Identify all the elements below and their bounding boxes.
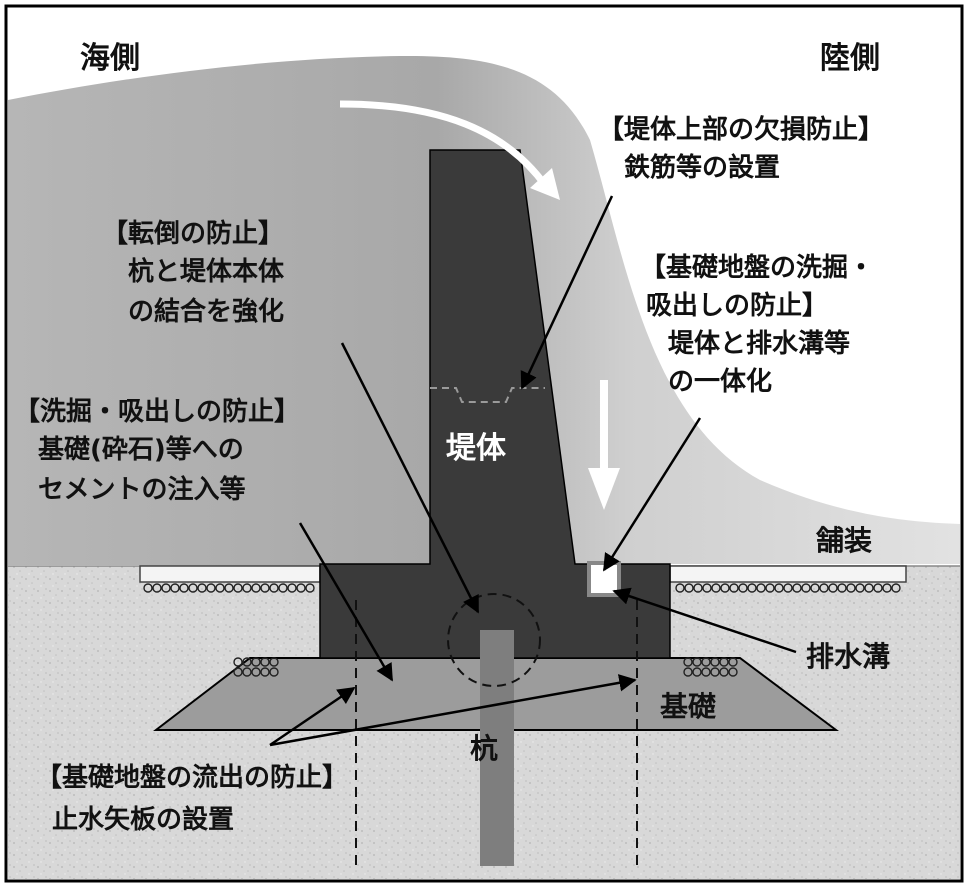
annotation-title: 【基礎地盤の流出の防止】 xyxy=(36,763,348,793)
foundation-label: 基礎 xyxy=(660,690,716,723)
gravel-row-right xyxy=(675,583,901,593)
annotation-title: 【堤体上部の欠損防止】 xyxy=(598,114,884,145)
flow-arrow-down-icon xyxy=(588,380,620,510)
annotation-line: 鉄筋等の設置 xyxy=(624,152,780,183)
levee-label: 堤体 xyxy=(446,431,507,466)
drain-label: 排水溝 xyxy=(806,640,890,673)
annotation-line: 杭と堤体本体 xyxy=(128,256,285,287)
gravel-foundation-left xyxy=(233,657,279,677)
annotation-line: 吸出しの防止】 xyxy=(646,291,828,321)
gravel-row-left xyxy=(143,583,315,593)
leader-top-damage xyxy=(520,195,614,390)
land-side-label: 陸側 xyxy=(820,41,880,76)
pavement-label: 舗装 xyxy=(815,524,872,557)
annotation-line: の結合を強化 xyxy=(128,296,284,327)
annotation-line: 止水矢板の設置 xyxy=(52,804,234,835)
rebar-line xyxy=(430,387,545,403)
annotation-title: 【基礎地盤の洗掘・ xyxy=(640,253,874,283)
sea-side-label: 海側 xyxy=(80,41,140,76)
annotation-line: 基礎(砕石)等への xyxy=(38,434,244,465)
annotation-scour: 【洗掘・吸出しの防止】 基礎(砕石)等への セメントの注入等 xyxy=(14,397,300,505)
leader-ground-scour xyxy=(602,417,702,572)
pavement-right xyxy=(669,565,907,583)
annotation-line: 堤体と排水溝等 xyxy=(668,328,850,359)
flow-arrow-top-icon xyxy=(339,100,560,200)
pile-joint-circle xyxy=(447,593,541,687)
leader-drain xyxy=(612,587,797,654)
annotation-ground-scour: 【基礎地盤の洗掘・ 吸出しの防止】 堤体と排水溝等 の一体化 xyxy=(640,253,874,397)
gravel-foundation-right xyxy=(683,657,738,677)
leader-outflow-right xyxy=(269,674,637,747)
pile xyxy=(480,630,514,866)
leader-outflow-left xyxy=(269,686,356,747)
annotation-title: 【転倒の防止】 xyxy=(102,219,284,249)
annotation-outflow: 【基礎地盤の流出の防止】 止水矢板の設置 xyxy=(36,763,348,835)
annotation-top-damage: 【堤体上部の欠損防止】 鉄筋等の設置 xyxy=(598,114,884,183)
leader-overturn xyxy=(340,342,480,614)
overflow-water xyxy=(8,55,960,567)
leader-lines xyxy=(269,195,797,747)
leader-scour xyxy=(298,522,394,682)
pile-label: 杭 xyxy=(470,732,498,765)
levee-body xyxy=(319,149,671,659)
annotation-line: セメントの注入等 xyxy=(38,474,245,505)
annotation-overturn: 【転倒の防止】 杭と堤体本体 の結合を強化 xyxy=(102,219,285,327)
annotation-line: の一体化 xyxy=(668,367,772,397)
annotation-title: 【洗掘・吸出しの防止】 xyxy=(14,397,300,427)
pavement-left xyxy=(139,565,321,583)
